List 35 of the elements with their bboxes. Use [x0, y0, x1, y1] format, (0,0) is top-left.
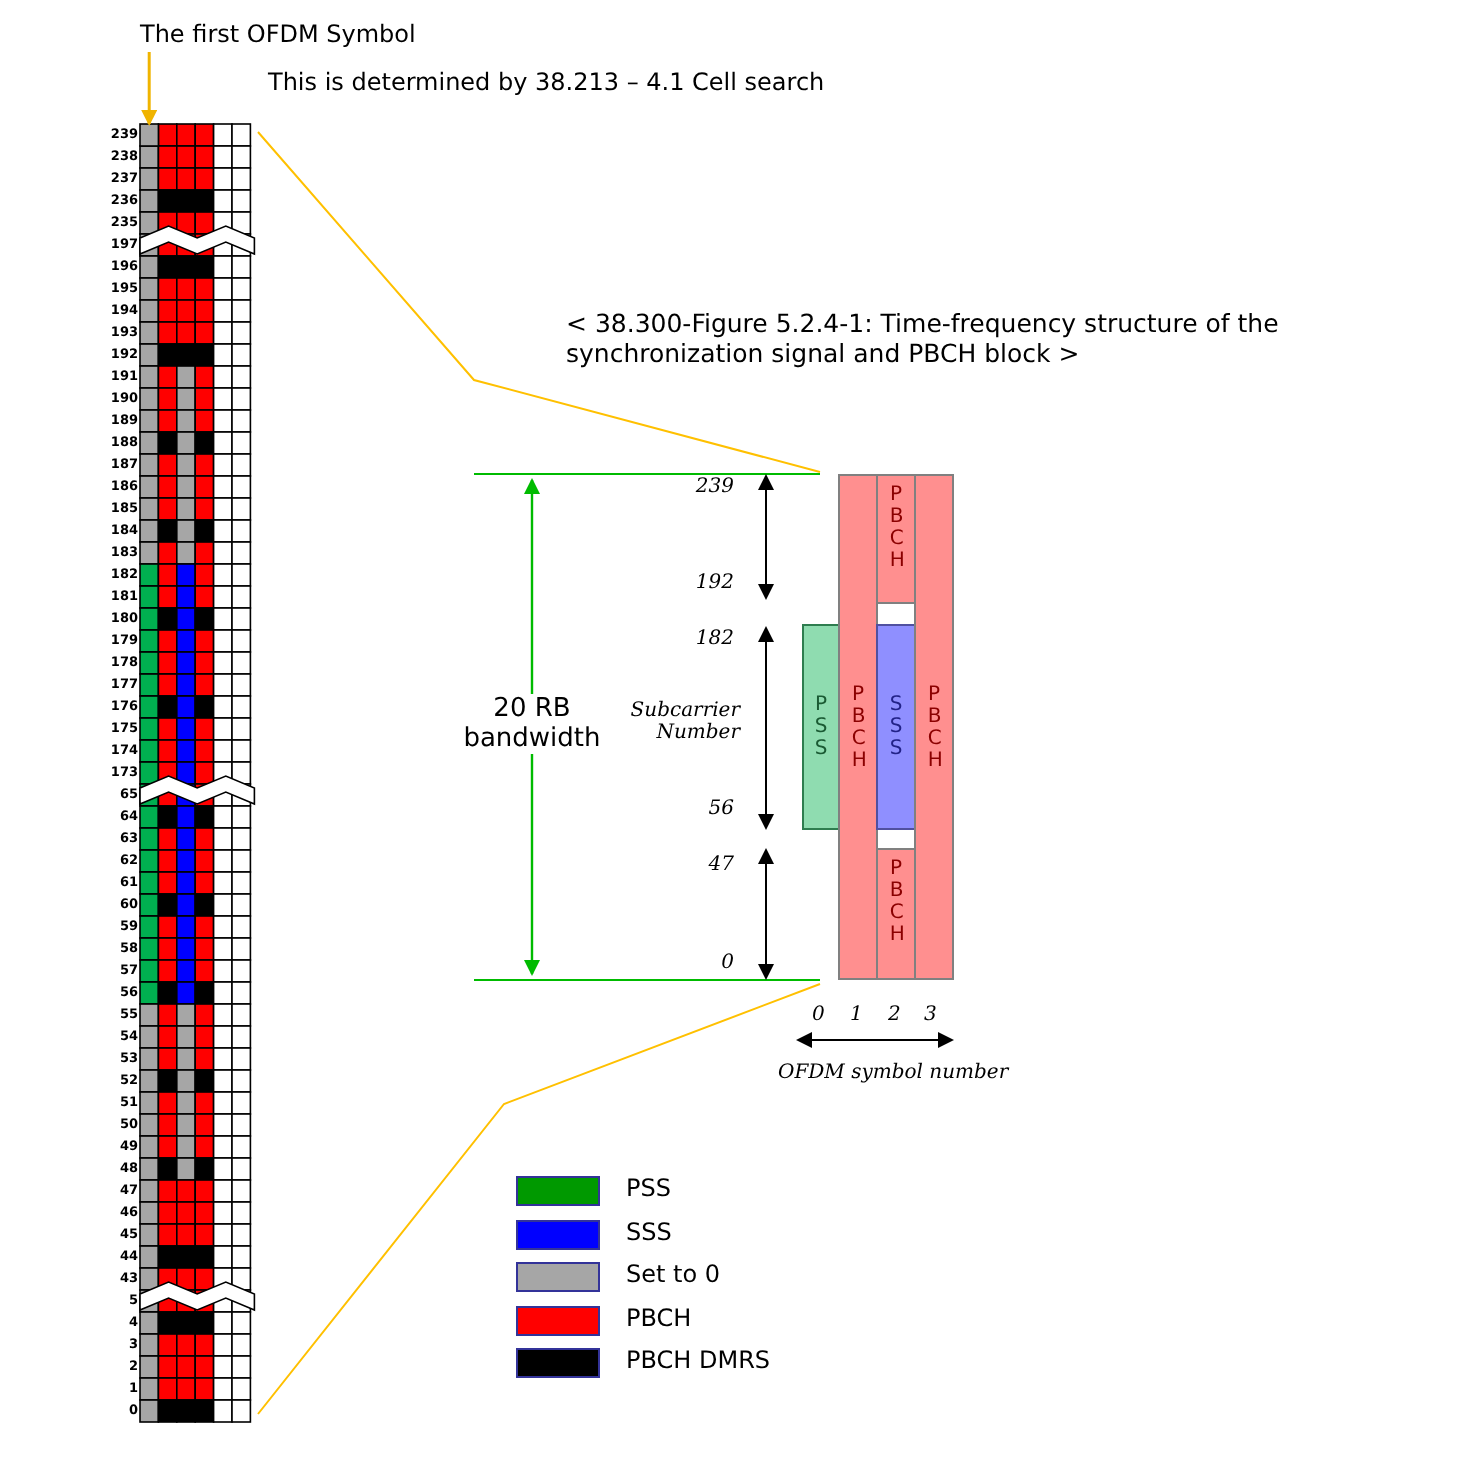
- legend-label: PBCH: [626, 1303, 692, 1331]
- grid-cell: [139, 123, 160, 147]
- channel-label: PBCH: [889, 858, 903, 946]
- axis-value: 182: [693, 628, 734, 650]
- legend-label: Set to 0: [626, 1260, 721, 1288]
- dimension-label: 20 RB bandwidth: [462, 694, 602, 754]
- axis-value: 47: [706, 854, 734, 876]
- legend-label: PBCH DMRS: [626, 1346, 771, 1374]
- annotation-text: The first OFDM Symbol: [140, 20, 416, 48]
- axis-value: 3: [924, 1004, 937, 1026]
- legend-label: SSS: [626, 1217, 672, 1245]
- channel-label: PBCH: [851, 683, 865, 771]
- axis-value: 2: [888, 1004, 901, 1026]
- pss-block: [802, 624, 840, 830]
- axis-value: 56: [706, 798, 734, 820]
- axis-value: 0: [719, 952, 734, 974]
- leader-arrow: [141, 52, 158, 126]
- legend-label: PSS: [626, 1174, 671, 1202]
- axis-value: 1: [850, 1004, 863, 1026]
- channel-label: PBCH: [927, 683, 941, 771]
- axis-title: Subcarrier Number: [628, 700, 740, 744]
- sss-block: [876, 624, 916, 830]
- channel-label: SSS: [889, 694, 903, 760]
- axis-value: 192: [693, 572, 734, 594]
- pbch-block: [914, 474, 954, 980]
- axis-value: 0: [812, 1004, 825, 1026]
- pbch-block: [838, 474, 878, 980]
- pbch-block: [876, 474, 916, 604]
- axis-value: 239: [693, 476, 734, 498]
- axis-title: OFDM symbol number: [778, 1062, 1009, 1084]
- pbch-block: [876, 848, 916, 980]
- channel-label: PSS: [814, 694, 828, 760]
- figure-caption: < 38.300-Figure 5.2.4-1: Time-frequency structure of the synchronization signal and PBCH block >: [566, 308, 1281, 368]
- channel-label: PBCH: [889, 484, 903, 572]
- annotation-text: This is determined by 38.213 – 4.1 Cell search: [268, 68, 825, 96]
